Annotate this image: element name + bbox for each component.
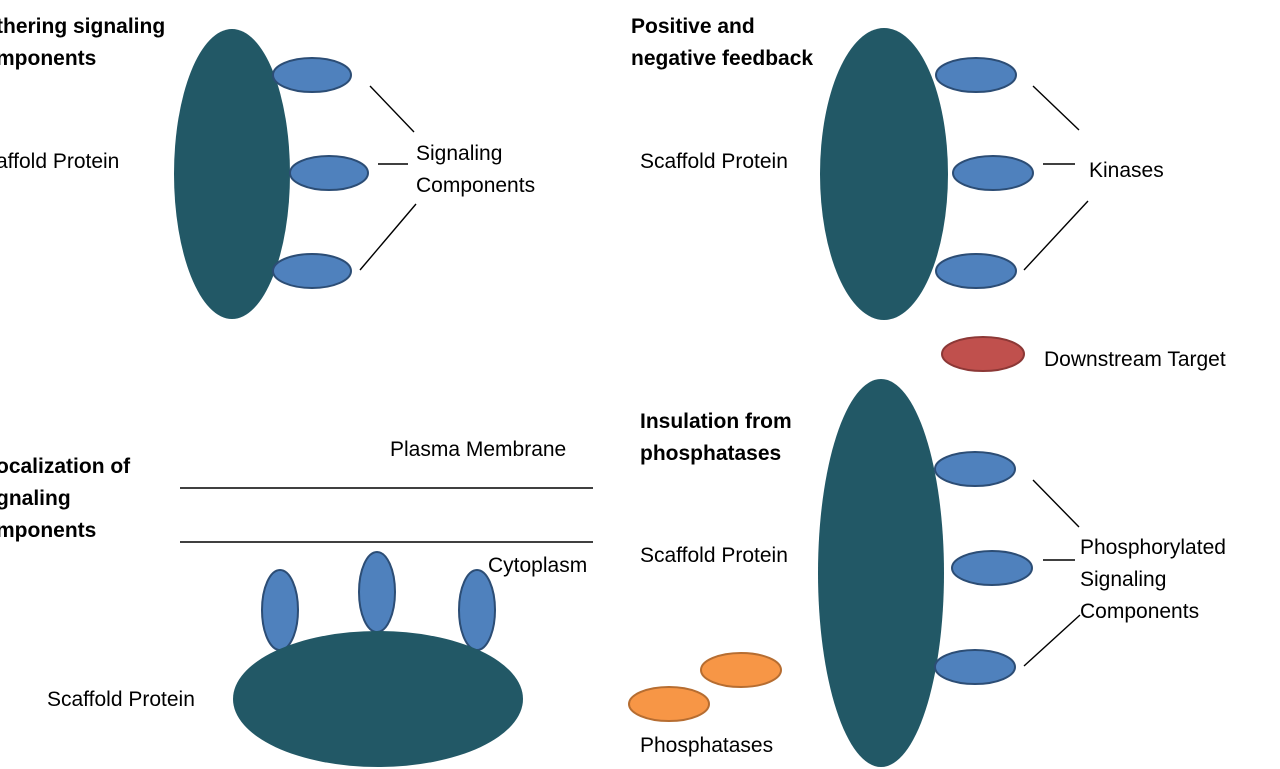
tethering-heading-line-1: thering signaling (0, 15, 165, 38)
insulation-connector-line (1023, 614, 1081, 667)
downstream-target-label: Downstream Target (1044, 348, 1226, 371)
tethering-connector-line (369, 85, 415, 133)
downstream-target (941, 336, 1025, 372)
insulation-heading-line-2: phosphatases (640, 442, 781, 465)
cytoplasm-label: Cytoplasm (488, 554, 587, 577)
tethering-connector-line (359, 203, 417, 271)
insulation-phosphorylated-component (934, 649, 1016, 685)
insulation-phosphorylated-component (951, 550, 1033, 586)
feedback-heading-line-1: Positive and (631, 15, 755, 38)
phosphatases-label: Phosphatases (640, 734, 773, 757)
feedback-kinase (935, 253, 1017, 289)
insulation-components-label-line-3: Components (1080, 600, 1199, 623)
localization-heading-line-3: mponents (0, 519, 96, 542)
panel-localization: ocalization of gnaling mponents Plasma M… (0, 438, 593, 767)
tethering-components-label-line-1: Signaling (416, 142, 502, 165)
insulation-scaffold-label: Scaffold Protein (640, 544, 788, 567)
panel-insulation: Insulation from phosphatases Scaffold Pr… (628, 379, 1226, 767)
tethering-heading-line-2: mponents (0, 47, 96, 70)
tethering-components-label-line-2: Components (416, 174, 535, 197)
feedback-kinase (952, 155, 1034, 191)
localization-scaffold-label: Scaffold Protein (47, 688, 195, 711)
localization-heading-line-1: ocalization of (0, 455, 131, 478)
tethering-signaling-component (272, 253, 352, 289)
insulation-phosphorylated-component (934, 451, 1016, 487)
feedback-connector-line (1023, 200, 1089, 271)
localization-heading-line-2: gnaling (0, 487, 71, 510)
feedback-heading-line-2: negative feedback (631, 47, 813, 70)
feedback-scaffold-label: Scaffold Protein (640, 150, 788, 173)
localization-signaling-component (261, 569, 299, 651)
panel-tethering: thering signaling mponents affold Protei… (0, 15, 535, 319)
feedback-connector-line (1032, 85, 1080, 131)
panel-feedback: Positive and negative feedback Scaffold … (631, 15, 1226, 372)
insulation-heading-line-1: Insulation from (640, 410, 792, 433)
plasma-membrane-label: Plasma Membrane (390, 438, 566, 461)
insulation-components-label-line-2: Signaling (1080, 568, 1166, 591)
phosphatase (628, 686, 710, 722)
tethering-signaling-component (289, 155, 369, 191)
feedback-scaffold-protein (820, 28, 948, 320)
phosphatase (700, 652, 782, 688)
localization-scaffold-protein (233, 631, 523, 767)
insulation-connector-line (1032, 479, 1080, 528)
localization-signaling-component (458, 569, 496, 651)
tethering-signaling-component (272, 57, 352, 93)
insulation-scaffold-protein (818, 379, 944, 767)
tethering-scaffold-protein (174, 29, 290, 319)
feedback-kinases-label: Kinases (1089, 159, 1164, 182)
insulation-components-label-line-1: Phosphorylated (1080, 536, 1226, 559)
feedback-kinase (935, 57, 1017, 93)
localization-signaling-component (358, 551, 396, 633)
tethering-scaffold-label: affold Protein (0, 150, 119, 173)
